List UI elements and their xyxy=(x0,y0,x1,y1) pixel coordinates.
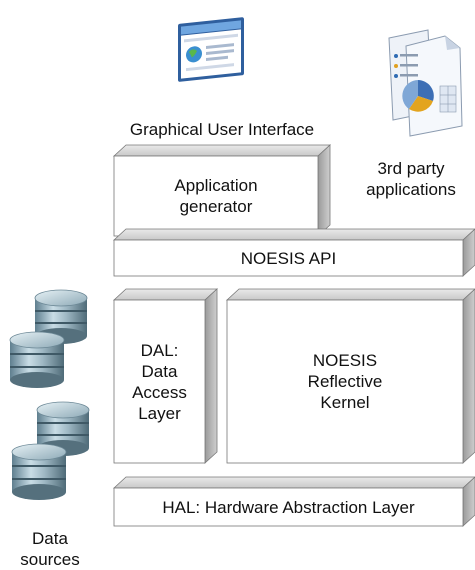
dal-block xyxy=(112,288,219,464)
app-generator-block xyxy=(112,144,332,237)
api-block xyxy=(112,228,475,277)
hal-block xyxy=(112,476,475,527)
database-icon xyxy=(9,331,65,388)
api-label: NOESIS API xyxy=(240,248,337,268)
database-icon xyxy=(34,289,88,344)
third-party-label: 3rd party applications xyxy=(366,159,456,199)
kernel-label: NOESIS Reflective Kernel xyxy=(307,351,383,412)
database-icon xyxy=(11,443,67,500)
kernel-block xyxy=(225,288,475,464)
dal-label: DAL: Data Access Layer xyxy=(132,340,187,423)
hal-label: HAL: Hardware Abstraction Layer xyxy=(162,497,415,517)
documents-chart-icon xyxy=(388,29,463,137)
app-generator-label: Application generator xyxy=(174,176,258,216)
window-icon xyxy=(178,17,244,82)
data-sources-label: Data sources xyxy=(20,529,80,569)
gui-label: Graphical User Interface xyxy=(129,120,315,139)
